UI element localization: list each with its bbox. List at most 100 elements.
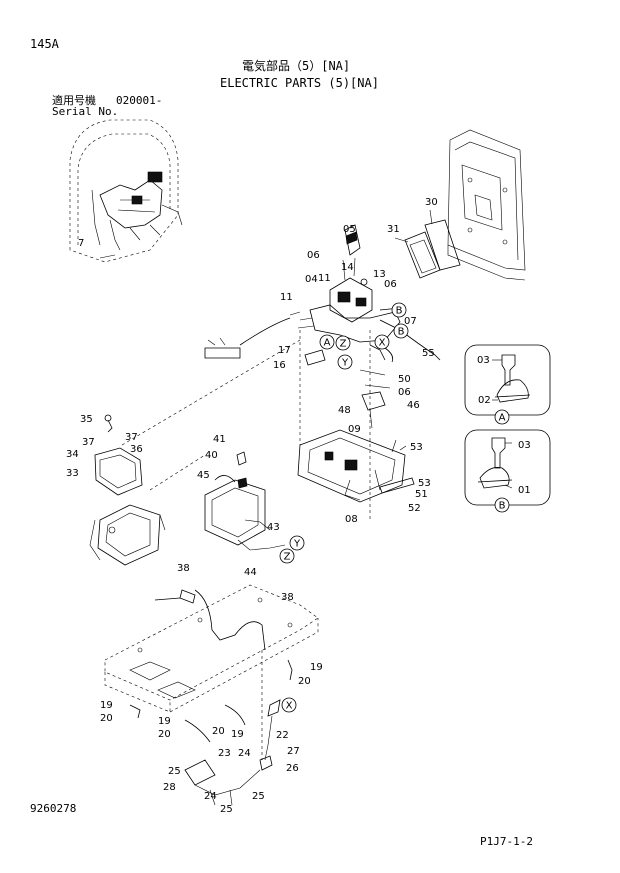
part-label-48: 48 xyxy=(338,405,351,416)
part-label-37: 37 xyxy=(82,437,95,448)
part-label-55: 55 xyxy=(422,348,435,359)
part-label-35: 35 xyxy=(80,414,93,425)
part-label-19: 19 xyxy=(231,729,244,740)
part-label-37: 37 xyxy=(125,432,138,443)
part-label-30: 30 xyxy=(425,197,438,208)
connector-marker-y: Y xyxy=(337,354,353,370)
part-label-33: 33 xyxy=(66,468,79,479)
part-label-17: 17 xyxy=(278,345,291,356)
part-label-14: 14 xyxy=(341,262,354,273)
part-label-26: 26 xyxy=(286,763,299,774)
part-label-20: 20 xyxy=(212,726,225,737)
detail-view-b xyxy=(464,429,551,506)
part-label-50: 50 xyxy=(398,374,411,385)
part-label-53: 53 xyxy=(418,478,431,489)
part-label-11: 11 xyxy=(280,292,293,303)
floor-plate xyxy=(104,584,319,713)
part-label-16: 16 xyxy=(273,360,286,371)
cab-label-7: 7 xyxy=(78,238,84,249)
part-label-46: 46 xyxy=(407,400,420,411)
part-label-51: 51 xyxy=(415,489,428,500)
part-label-05: 05 xyxy=(343,224,356,235)
connector-marker-b: B xyxy=(393,323,409,339)
svg-text:X: X xyxy=(286,701,293,712)
part-label-53: 53 xyxy=(410,442,423,453)
serial-range: 020001- xyxy=(116,94,163,107)
part-label-41: 41 xyxy=(213,434,226,445)
right-console-panel xyxy=(297,429,415,503)
part-label-24: 24 xyxy=(204,791,217,802)
connector-marker-a: A xyxy=(494,409,510,425)
lower-harness xyxy=(129,650,293,806)
connector-marker-x: X xyxy=(281,697,297,713)
serial-label-japanese: 適用号機 xyxy=(52,94,96,107)
part-label-03: 03 xyxy=(518,440,531,451)
part-label-19: 19 xyxy=(100,700,113,711)
part-label-19: 19 xyxy=(310,662,323,673)
mounting-frame xyxy=(447,129,526,281)
part-label-25: 25 xyxy=(252,791,265,802)
svg-text:B: B xyxy=(396,306,403,317)
svg-text:Y: Y xyxy=(293,539,301,550)
part-label-04: 04 xyxy=(305,274,318,285)
part-label-36: 36 xyxy=(130,444,143,455)
part-label-20: 20 xyxy=(298,676,311,687)
drawing-number: 9260278 xyxy=(30,802,77,815)
part-label-25: 25 xyxy=(220,804,233,815)
connector-marker-a: A xyxy=(319,334,335,350)
part-label-43: 43 xyxy=(267,522,280,533)
controller-unit xyxy=(394,209,461,279)
part-label-20: 20 xyxy=(100,713,113,724)
part-label-19: 19 xyxy=(158,716,171,727)
part-label-38: 38 xyxy=(177,563,190,574)
cab-outline: 7 xyxy=(69,119,183,263)
page-code: 145A xyxy=(30,37,59,51)
svg-text:Y: Y xyxy=(341,358,349,369)
part-label-08: 08 xyxy=(345,514,358,525)
connector-marker-b: B xyxy=(391,302,407,318)
part-label-34: 34 xyxy=(66,449,79,460)
part-label-13: 13 xyxy=(373,269,386,280)
part-label-07: 07 xyxy=(404,316,417,327)
part-label-11: 11 xyxy=(318,273,331,284)
right-pedestal xyxy=(204,451,286,551)
part-label-01: 01 xyxy=(518,485,531,496)
svg-text:B: B xyxy=(499,501,506,512)
part-label-28: 28 xyxy=(163,782,176,793)
part-label-25: 25 xyxy=(168,766,181,777)
part-label-06: 06 xyxy=(384,279,397,290)
harness-lower-routing xyxy=(121,330,391,520)
page-reference: P1J7-1-2 xyxy=(480,835,533,848)
svg-text:Z: Z xyxy=(284,552,291,563)
part-label-45: 45 xyxy=(197,470,210,481)
serial-label-english: Serial No. xyxy=(52,105,119,118)
part-label-52: 52 xyxy=(408,503,421,514)
svg-text:A: A xyxy=(324,338,331,349)
part-label-06: 06 xyxy=(307,250,320,261)
left-console xyxy=(89,414,166,566)
svg-text:X: X xyxy=(379,338,386,349)
part-label-38: 38 xyxy=(281,592,294,603)
svg-text:A: A xyxy=(499,413,506,424)
part-label-09: 09 xyxy=(348,424,361,435)
connector-marker-z: Z xyxy=(335,335,351,351)
title-japanese: 電気部品（5）[NA] xyxy=(242,59,351,73)
part-label-23: 23 xyxy=(218,748,231,759)
part-label-40: 40 xyxy=(205,450,218,461)
part-label-02: 02 xyxy=(478,395,491,406)
part-label-22: 22 xyxy=(276,730,289,741)
part-label-24: 24 xyxy=(238,748,251,759)
connector-marker-x: X xyxy=(374,334,390,350)
part-label-27: 27 xyxy=(287,746,300,757)
connector-marker-z: Z xyxy=(279,548,295,564)
part-label-03: 03 xyxy=(477,355,490,366)
svg-text:Z: Z xyxy=(340,339,347,350)
connector-marker-y: Y xyxy=(289,535,305,551)
svg-text:B: B xyxy=(398,327,405,338)
part-label-31: 31 xyxy=(387,224,400,235)
title-english: ELECTRIC PARTS (5)[NA] xyxy=(220,76,379,90)
part-label-20: 20 xyxy=(158,729,171,740)
